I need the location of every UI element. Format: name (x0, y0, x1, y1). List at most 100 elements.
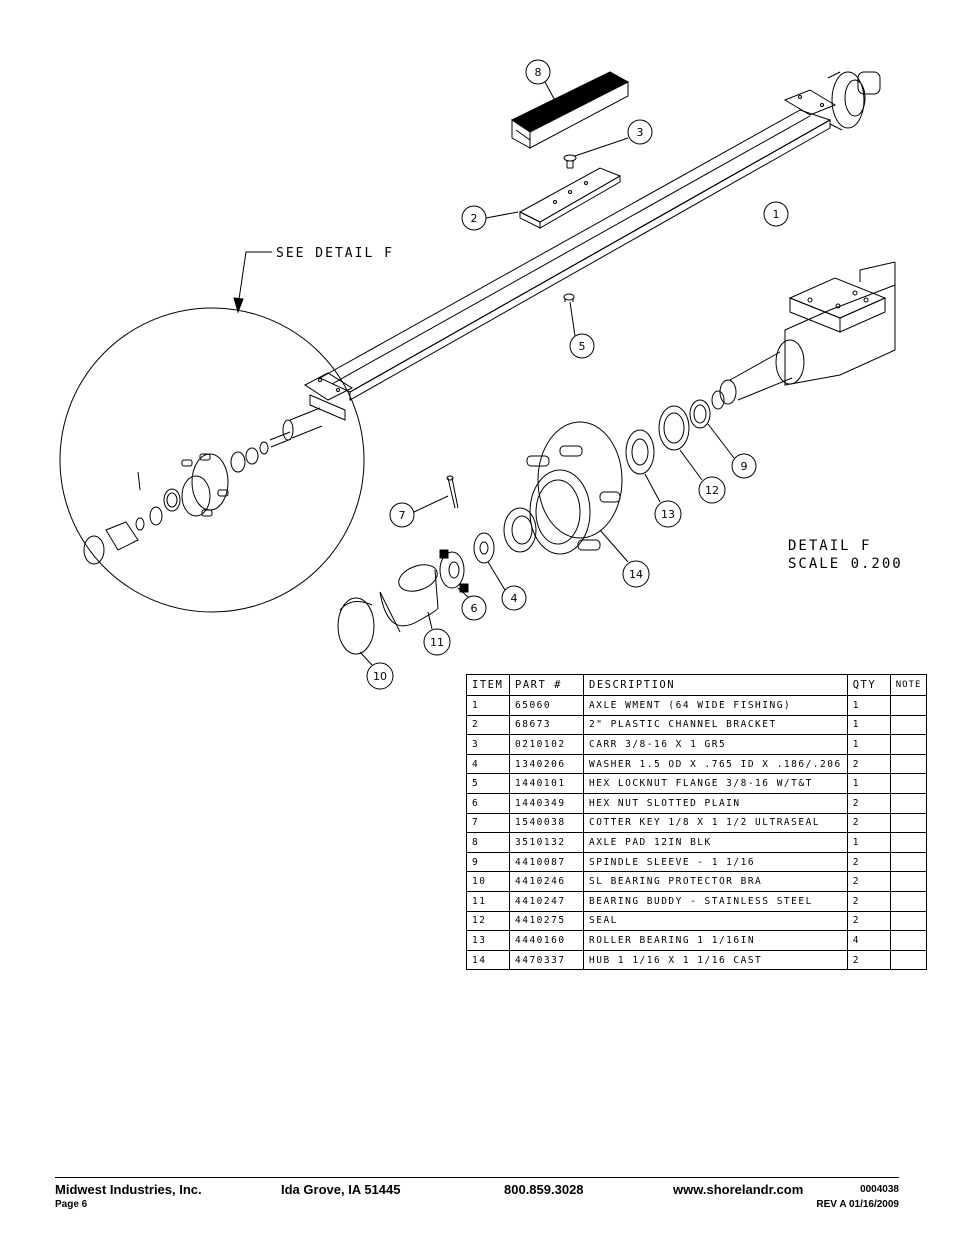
bom-description-cell: 2" PLASTIC CHANNEL BRACKET (583, 714, 848, 736)
bom-note-cell (889, 949, 928, 971)
balloon-9: 9 (707, 423, 757, 479)
bom-note-cell (889, 714, 928, 736)
bom-item-cell: 14 (466, 949, 510, 971)
bom-item-cell: 12 (466, 910, 510, 932)
bom-qty-cell: 2 (846, 871, 891, 892)
footer-revision: REV A 01/16/2009 (816, 1199, 899, 1210)
detail-f-parts (83, 441, 269, 565)
bom-description-cell: COTTER KEY 1/8 X 1 1/2 ULTRASEAL (583, 812, 848, 834)
bom-description-cell: HEX NUT SLOTTED PLAIN (583, 792, 848, 814)
svg-text:2: 2 (471, 212, 478, 225)
hub-part (526, 421, 623, 555)
footer-location: Ida Grove, IA 51445 (281, 1182, 401, 1197)
bom-note-cell (889, 792, 928, 814)
bom-item-cell: 13 (466, 930, 510, 951)
bom-note-cell (889, 910, 928, 932)
balloon-13: 13 (644, 473, 682, 528)
axle-weldment (269, 71, 881, 448)
bom-note-cell (889, 851, 928, 873)
bom-item-cell: 6 (466, 792, 510, 814)
bom-qty-cell: 1 (846, 734, 891, 755)
bom-part-cell: 1440101 (509, 773, 584, 794)
bom-qty-cell: 2 (846, 949, 891, 971)
bom-qty-cell: 2 (846, 851, 891, 873)
locknut-part (563, 293, 575, 302)
bom-qty-cell: 1 (846, 832, 891, 853)
bom-item-cell: 4 (466, 753, 510, 775)
axle-end-right (711, 261, 896, 410)
bom-description-cell: SPINDLE SLEEVE - 1 1/16 (583, 851, 848, 873)
balloon-8: 8 (525, 59, 561, 111)
svg-text:5: 5 (579, 340, 586, 353)
svg-text:13: 13 (661, 508, 675, 521)
svg-text:4: 4 (511, 592, 518, 605)
bom-part-cell: 1440349 (509, 792, 584, 814)
svg-text:10: 10 (373, 670, 387, 683)
svg-text:1: 1 (773, 208, 780, 221)
roller-bearing-part (625, 429, 655, 475)
bom-note-cell (889, 890, 928, 912)
bom-description-cell: ROLLER BEARING 1 1/16IN (583, 930, 848, 951)
svg-text:3: 3 (637, 126, 644, 139)
bom-part-cell: 4410247 (509, 890, 584, 912)
bom-note-cell (889, 734, 928, 755)
bom-qty-cell: 2 (846, 890, 891, 912)
svg-text:12: 12 (705, 484, 719, 497)
svg-text:6: 6 (471, 602, 478, 615)
slotted-nut-part (439, 549, 469, 593)
cotter-key-part (446, 475, 459, 509)
svg-text:14: 14 (629, 568, 643, 581)
carriage-bolt-part (563, 154, 577, 169)
bom-part-cell: 68673 (509, 714, 584, 736)
bom-item-cell: 5 (466, 773, 510, 794)
balloon-10: 10 (359, 651, 394, 690)
bom-qty-cell: 2 (846, 753, 891, 775)
bom-item-cell: 7 (466, 812, 510, 834)
bom-item-cell: 8 (466, 832, 510, 853)
bom-description-cell: AXLE PAD 12IN BLK (583, 832, 848, 853)
detail-callout-leader (237, 251, 272, 307)
bom-header-note: NOTE (889, 674, 928, 696)
svg-text:11: 11 (430, 636, 444, 649)
channel-bracket-part (518, 167, 622, 229)
svg-text:8: 8 (535, 66, 542, 79)
bom-qty-cell: 2 (846, 812, 891, 834)
spindle-sleeve-part (689, 399, 711, 429)
balloon-1: 1 (763, 201, 789, 227)
detail-scale: SCALE 0.200 (788, 556, 903, 572)
footer-phone: 800.859.3028 (504, 1182, 584, 1197)
bom-part-cell: 4410275 (509, 910, 584, 932)
bom-item-cell: 11 (466, 890, 510, 912)
footer-page: Page 6 (55, 1199, 88, 1210)
balloon-12: 12 (679, 449, 726, 504)
bom-item-cell: 1 (466, 695, 510, 716)
bearing-buddy-part (379, 564, 439, 633)
bom-note-cell (889, 832, 928, 853)
bom-part-cell: 4470337 (509, 949, 584, 971)
bom-item-cell: 9 (466, 851, 510, 873)
bom-description-cell: AXLE WMENT (64 WIDE FISHING) (583, 695, 848, 716)
bom-description-cell: HUB 1 1/16 X 1 1/16 CAST (583, 949, 848, 971)
bom-item-cell: 2 (466, 714, 510, 736)
balloon-3: 3 (574, 119, 653, 157)
bom-item-cell: 3 (466, 734, 510, 755)
footer-website: www.shorelandr.com (673, 1182, 804, 1197)
bom-part-cell: 3510132 (509, 832, 584, 853)
bom-qty-cell: 1 (846, 714, 891, 736)
bom-qty-cell: 2 (846, 910, 891, 932)
bom-note-cell (889, 812, 928, 834)
bom-description-cell: WASHER 1.5 OD X .765 ID X .186/.206 (583, 753, 848, 775)
bom-description-cell: CARR 3/8-16 X 1 GR5 (583, 734, 848, 755)
balloon-11: 11 (423, 611, 451, 656)
bom-note-cell (889, 695, 928, 716)
